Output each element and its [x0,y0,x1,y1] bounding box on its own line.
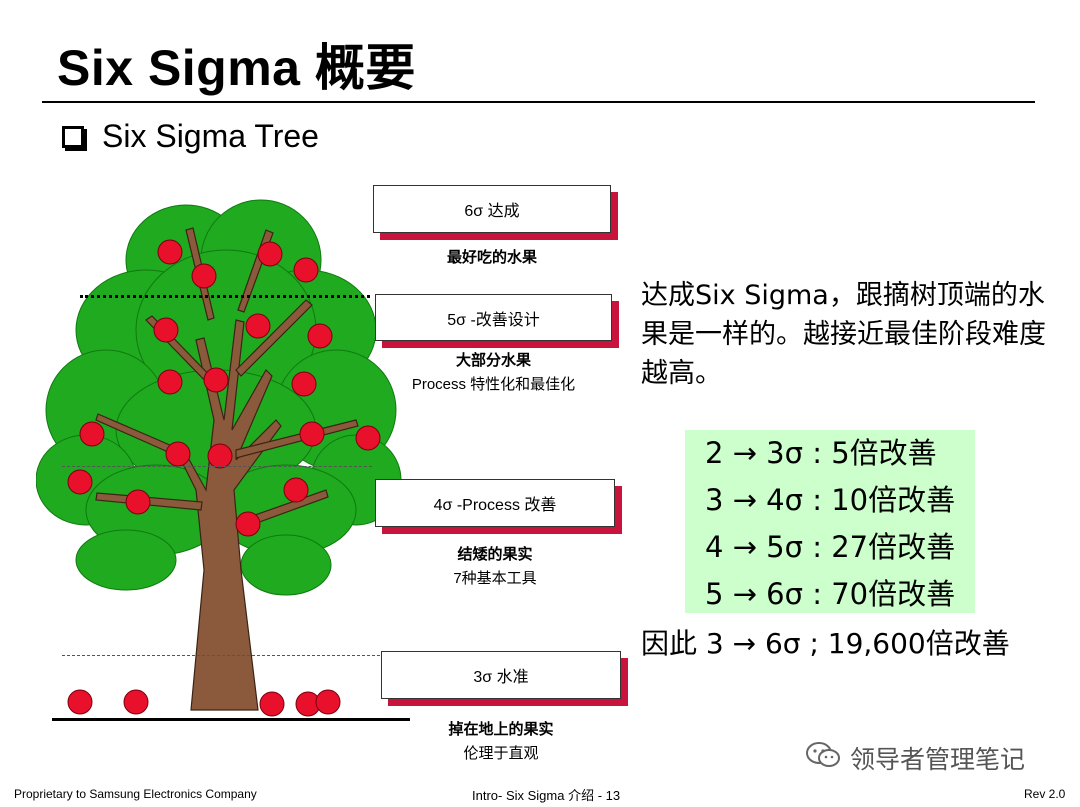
wechat-watermark: 领导者管理笔记 [806,740,1025,776]
level-box-5sigma: 5σ -改善设计 [375,294,612,341]
apple-tree-illustration [36,199,402,717]
watermark-text: 领导者管理笔记 [850,746,1026,774]
section-title: Six Sigma Tree [102,118,319,154]
apples-on-tree [67,239,381,537]
level-line-3sigma [62,655,380,656]
footer-left: Proprietary to Samsung Electronics Compa… [14,787,257,801]
level-box-6sigma: 6σ 达成 [373,185,611,233]
level-line-4sigma [62,466,372,467]
level-caption-4sigma: 结矮的果实 7种基本工具 [375,543,615,591]
wechat-icon [806,741,840,776]
improvement-row: 2 → 3σ : 5倍改善 [705,436,937,470]
improvement-highlight-box [685,430,975,613]
level-caption-4sigma-main: 结矮的果实 [457,546,533,563]
level-caption-4sigma-sub: 7种基本工具 [453,570,537,587]
page-title: Six Sigma 概要 [57,40,416,96]
conclusion-text: 因此 3 → 6σ ; 19,600倍改善 [641,627,1010,660]
level-caption-3sigma-main: 掉在地上的果实 [448,721,554,738]
title-divider [42,101,1035,103]
tree-foliage [36,199,402,596]
section-heading: Six Sigma Tree [62,118,319,155]
improvement-row: 4 → 5σ : 27倍改善 [705,530,956,564]
level-box-3sigma: 3σ 水准 [381,651,621,699]
level-caption-6sigma-main: 最好吃的水果 [446,249,537,266]
level-caption-6sigma: 最好吃的水果 [373,246,611,270]
level-box-4sigma: 4σ -Process 改善 [375,479,615,527]
level-caption-3sigma: 掉在地上的果实 伦理于直观 [381,718,621,766]
level-caption-5sigma-main: 大部分水果 [455,352,531,369]
footer-right: Rev 2.0 [1024,787,1066,801]
improvement-row: 5 → 6σ : 70倍改善 [705,577,956,611]
level-caption-3sigma-sub: 伦理于直观 [463,745,539,762]
improvement-row: 3 → 4σ : 10倍改善 [705,483,956,517]
description-text: 达成Six Sigma，跟摘树顶端的水果是一样的。越接近最佳阶段难度越高。 [641,280,1046,389]
level-caption-5sigma: 大部分水果 Process 特性化和最佳化 [375,349,612,397]
level-line-5sigma [80,295,370,298]
checkbox-bullet-icon [62,125,84,148]
fallen-apples [67,689,341,717]
footer-center: Intro- Six Sigma 介绍 - 13 [472,788,621,803]
level-caption-5sigma-sub: Process 特性化和最佳化 [411,376,576,393]
ground-line [52,718,410,721]
